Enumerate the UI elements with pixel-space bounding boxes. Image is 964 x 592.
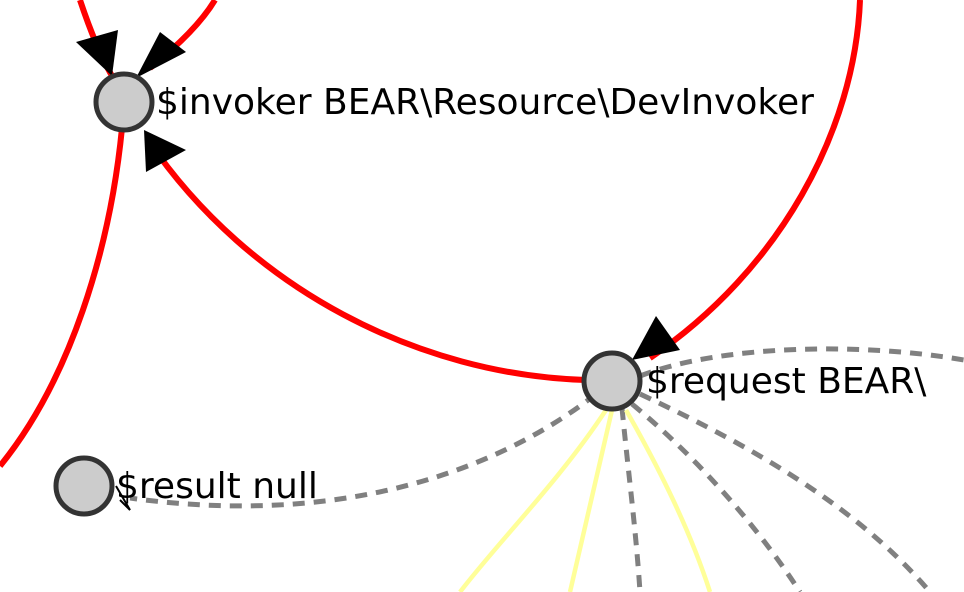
node-result-label: $result null (116, 466, 318, 507)
light-edge-request-down-left[interactable] (458, 408, 608, 592)
dashed-edge-request-down-1[interactable] (619, 407, 643, 592)
arrowheads (76, 30, 680, 511)
node-invoker-circle[interactable] (93, 71, 155, 133)
node-result[interactable]: $result null (53, 455, 318, 517)
node-request-circle[interactable] (581, 350, 643, 412)
light-edge-request-down-mid[interactable] (567, 409, 615, 592)
node-request[interactable]: $request BEAR\ (581, 350, 927, 412)
dashed-edge-request-top-right[interactable] (639, 346, 964, 379)
dashed-edge-request-down-3[interactable] (638, 391, 932, 592)
node-invoker-label: $invoker BEAR\Resource\DevInvoker (156, 82, 814, 123)
dashed-edge-request-to-result[interactable] (129, 379, 614, 509)
strong-edge-left-descent[interactable] (0, 127, 125, 468)
dashed-edge-request-down-2[interactable] (630, 402, 803, 592)
arrowhead-result-dashed (115, 485, 131, 511)
strong-edge-right-loop[interactable] (648, 0, 863, 361)
light-edges (458, 408, 713, 592)
arrowhead-invoker-from-below (144, 130, 186, 172)
strong-edge-invoker-to-request[interactable] (145, 138, 587, 383)
arrowhead-request-from-right (632, 316, 680, 360)
arrowhead-invoker-from-top-left (76, 30, 118, 76)
node-invoker[interactable]: $invoker BEAR\Resource\DevInvoker (93, 71, 814, 133)
node-result-circle[interactable] (53, 455, 115, 517)
light-edge-request-down-right[interactable] (624, 408, 713, 592)
arrowhead-invoker-from-top (136, 32, 186, 78)
node-request-label: $request BEAR\ (646, 361, 927, 402)
dashed-edges (129, 346, 964, 592)
